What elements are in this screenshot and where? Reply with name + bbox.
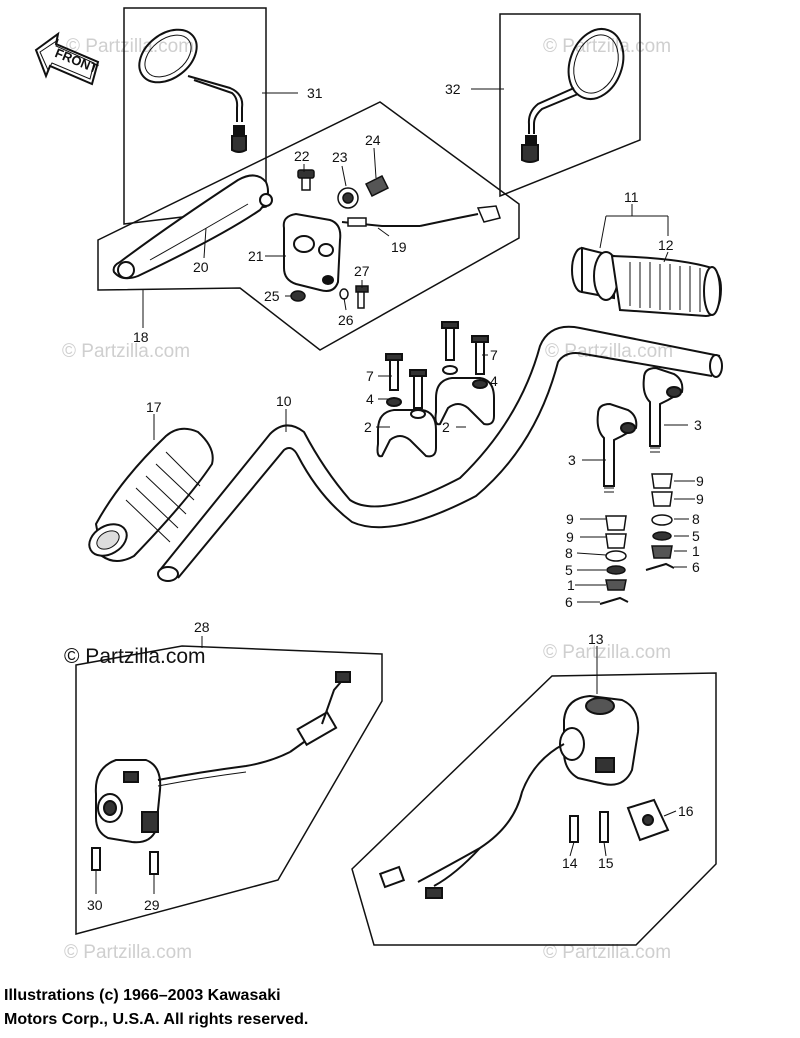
watermark: © Partzilla.com [64,942,192,963]
copyright-line-1: Illustrations (c) 1966–2003 Kawasaki [4,987,281,1004]
callout-9: 9 [566,511,574,527]
callout-12: 12 [658,237,674,253]
callout-28: 28 [194,619,210,635]
risers [596,366,684,493]
callout-24: 24 [365,132,381,148]
callout-19: 19 [391,239,407,255]
left-switch-housing [91,671,351,875]
callout-3: 3 [694,417,702,433]
watermark: © Partzilla.com [543,36,671,57]
callout-2: 2 [364,419,372,435]
small-hardware [290,169,501,309]
callout-10: 10 [276,393,292,409]
callout-8: 8 [692,511,700,527]
callout-29: 29 [144,897,160,913]
callout-11: 11 [624,189,639,205]
callout-5: 5 [565,562,573,578]
callout-9: 9 [696,491,704,507]
spacer-stack-right [645,473,675,571]
watermarks: © Partzilla.com © Partzilla.com © Partzi… [62,36,673,963]
callout-4: 4 [490,373,498,389]
right-switch-box [351,672,717,946]
callout-23: 23 [332,149,348,165]
callout-6: 6 [565,594,573,610]
lever-holder [282,212,342,292]
mirror-left [138,28,247,153]
watermark: © Partzilla.com [543,642,671,663]
watermark: © Partzilla.com [545,341,673,362]
mirror-right [521,28,625,163]
lever-assembly-box [97,101,520,351]
spacer-stack-left [599,515,629,605]
callout-6: 6 [692,559,700,575]
callout-17: 17 [146,399,162,415]
callout-27: 27 [354,263,370,279]
callout-30: 30 [87,897,103,913]
left-switch-box [75,645,383,935]
callout-14: 14 [562,855,578,871]
callout-5: 5 [692,528,700,544]
mirror-right-box [499,13,641,198]
callout-20: 20 [193,259,209,275]
watermark: © Partzilla.com [64,645,206,668]
callout-26: 26 [338,312,354,328]
callout-3: 3 [568,452,576,468]
callout-16: 16 [678,803,694,819]
callout-8: 8 [565,545,573,561]
throttle-grip [571,246,722,318]
callout-1: 1 [567,577,575,593]
right-switch-housing [378,694,670,899]
callout-31: 31 [307,85,323,101]
callout-1: 1 [692,543,700,559]
clutch-lever [112,174,273,280]
callout-25: 25 [264,288,280,304]
watermark: © Partzilla.com [62,341,190,362]
callout-4: 4 [366,391,374,407]
callout-18: 18 [133,329,149,345]
watermark: © Partzilla.com [543,942,671,963]
callout-13: 13 [588,631,604,647]
handlebar-holders [376,321,495,458]
callout-9: 9 [696,473,704,489]
handlebar [157,325,723,582]
callout-7: 7 [490,347,498,363]
callout-2: 2 [442,419,450,435]
callout-15: 15 [598,855,614,871]
callout-32: 32 [445,81,461,97]
copyright-line-2: Motors Corp., U.S.A. All rights reserved… [4,1011,309,1028]
callouts: 31 32 22 23 24 21 19 20 27 25 26 18 11 1… [87,81,704,913]
callout-7: 7 [366,368,374,384]
watermark: © Partzilla.com [66,36,194,57]
callout-21: 21 [248,248,264,264]
leader-lines [95,88,695,894]
group-boxes [75,7,717,946]
callout-9: 9 [566,529,574,545]
left-grip [88,427,214,562]
callout-22: 22 [294,148,310,164]
